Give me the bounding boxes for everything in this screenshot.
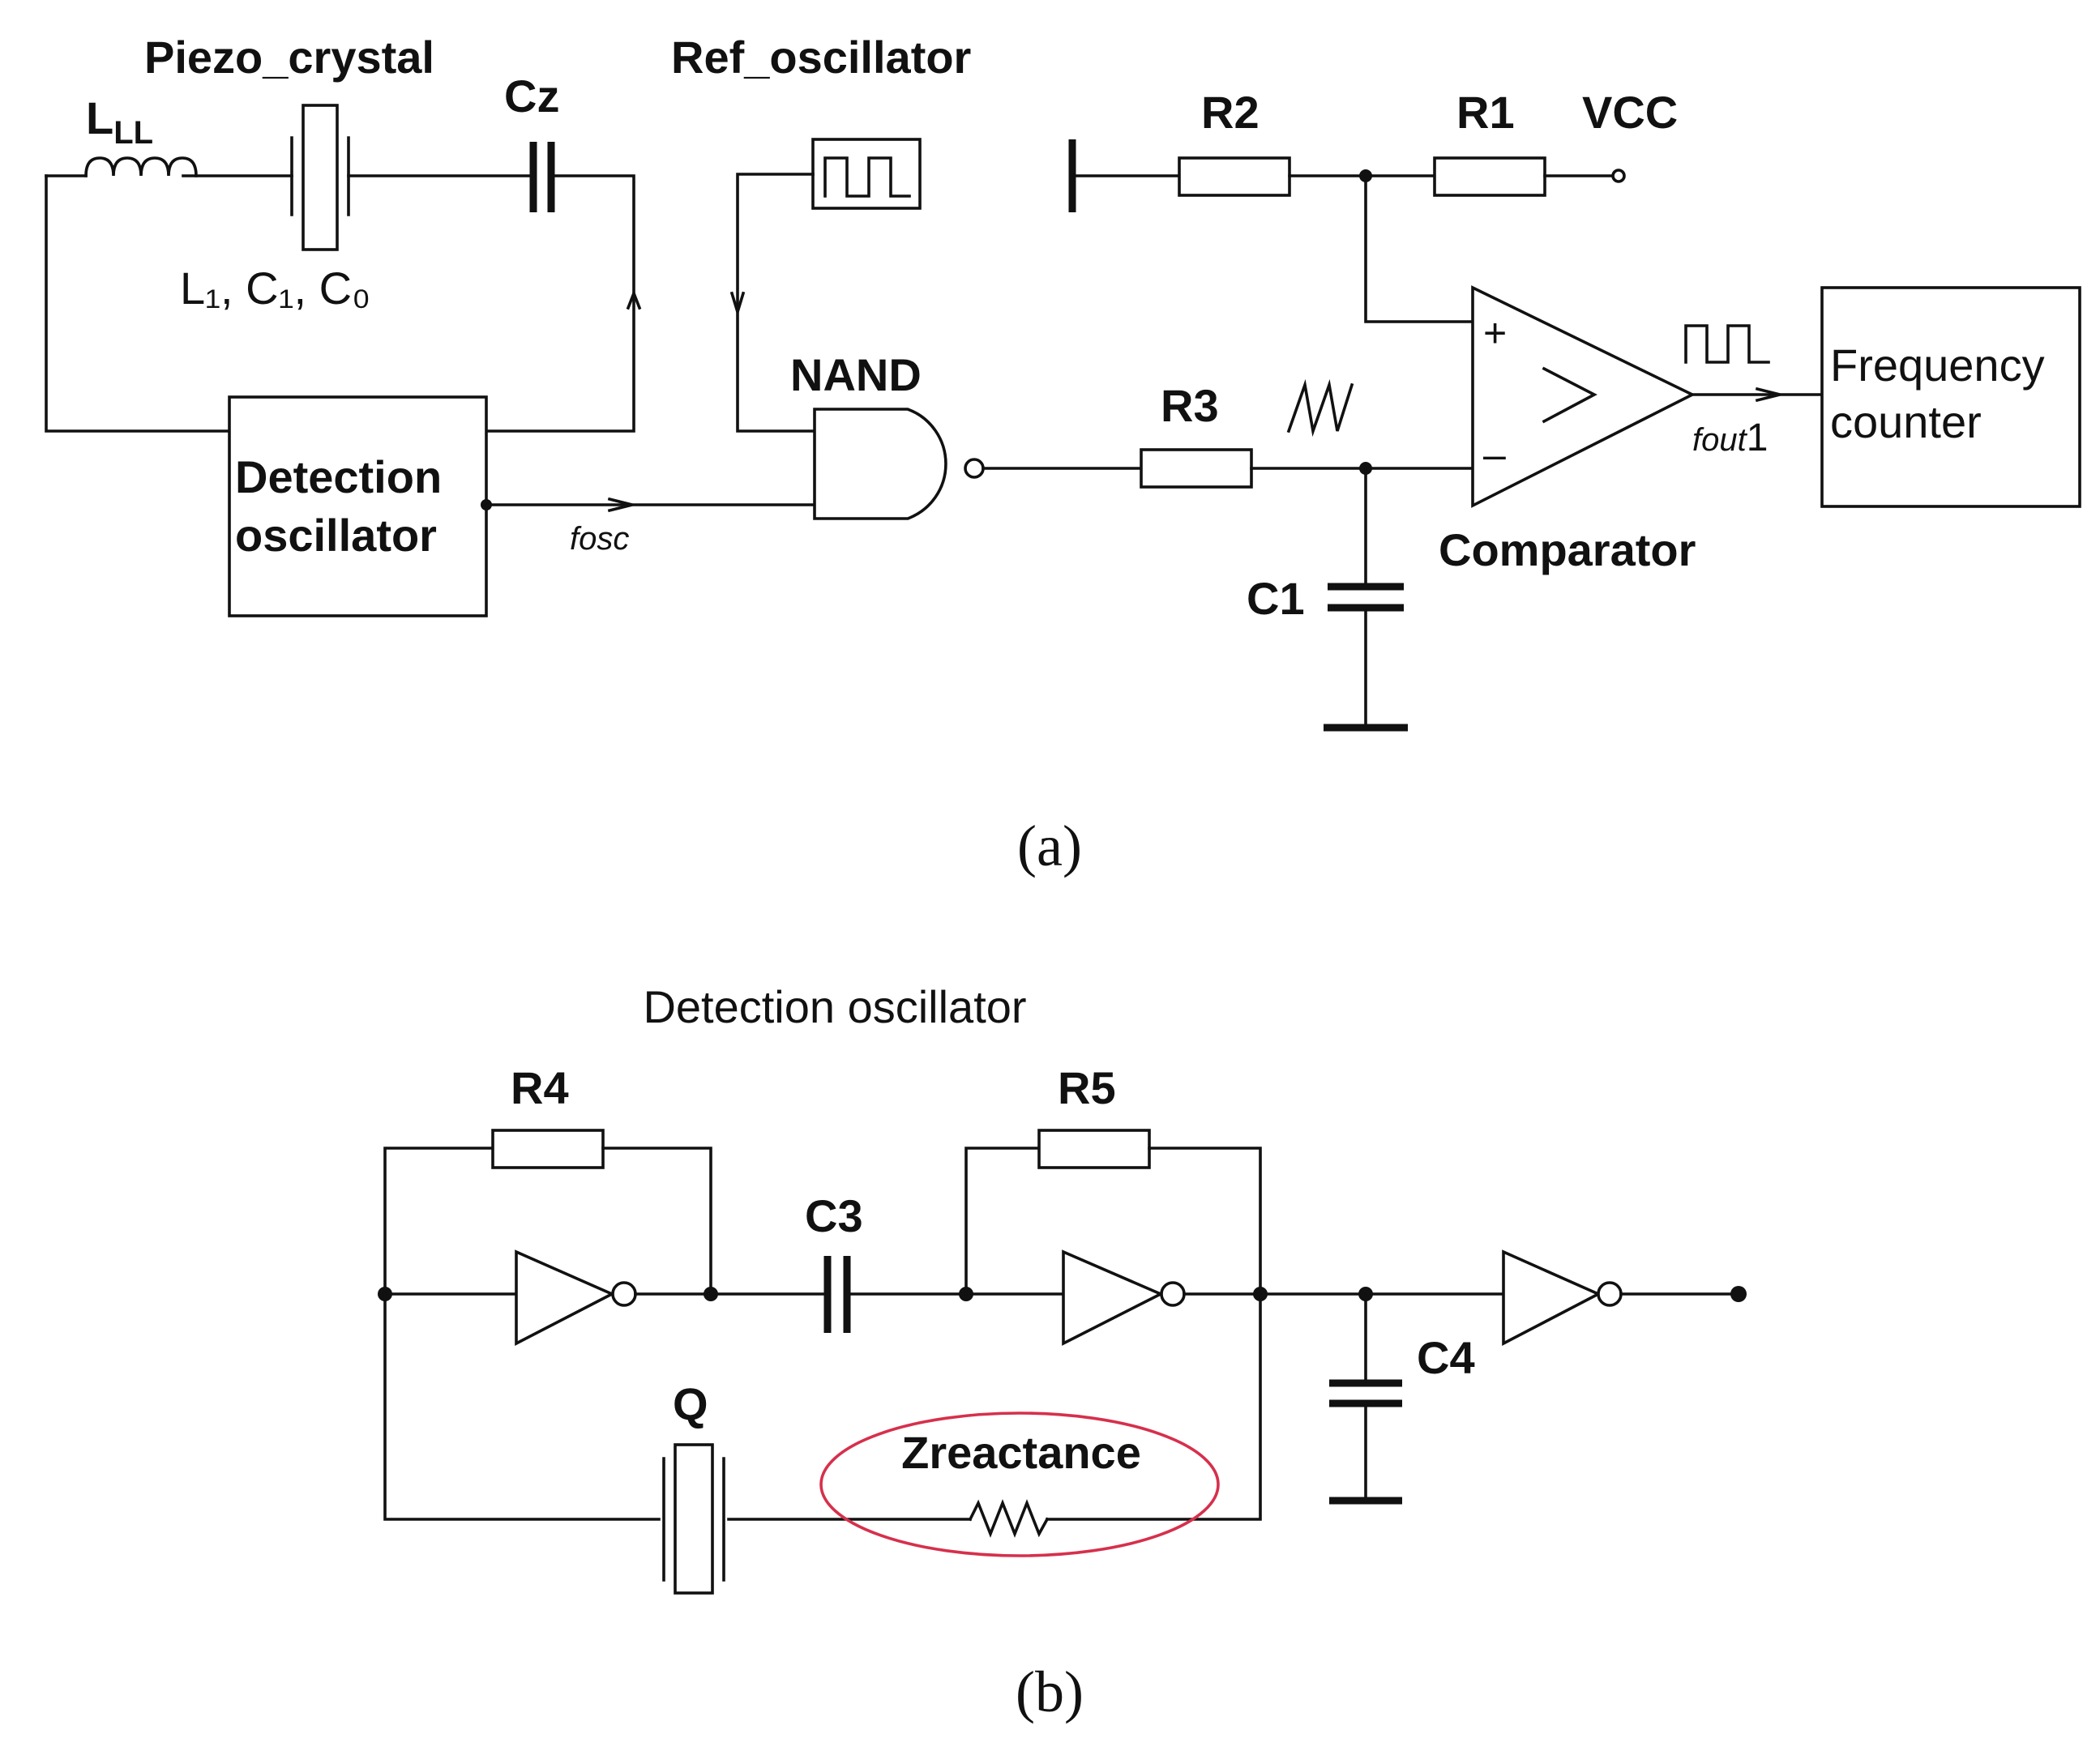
r1-resistor — [1433, 156, 1546, 197]
r5-resistor — [1037, 1129, 1151, 1169]
arrow-right-icon — [607, 497, 633, 513]
panel-a: Detection oscillator fosc Ref_oscillator… — [45, 32, 2081, 878]
inverter-1-symbol — [515, 1249, 637, 1346]
inverter-2-symbol — [1062, 1249, 1186, 1346]
freq-counter-label-2: counter — [1830, 396, 1982, 447]
c1-capacitor-symbol — [1328, 583, 1404, 612]
comparator-gt-icon — [1542, 366, 1597, 424]
crystal-params-label: L₁, C₁, C₀ — [180, 263, 370, 314]
arrow-down-icon — [729, 291, 746, 318]
zreactance-highlight — [819, 1411, 1220, 1557]
c4-capacitor-symbol — [1329, 1379, 1402, 1407]
inductor-label: LLL — [86, 92, 153, 151]
c3-capacitor-symbol — [823, 1256, 851, 1333]
piezo-crystal-label: Piezo_crystal — [144, 32, 434, 83]
wire-r5-left — [964, 1147, 1041, 1296]
inverter-3-symbol — [1502, 1249, 1623, 1346]
ref-oscillator-block — [811, 138, 922, 210]
caption-b: (b) — [1016, 1659, 1084, 1724]
plus-sign: + — [1483, 310, 1507, 356]
zreactance-resistor-symbol — [968, 1499, 1050, 1538]
c3-label: C3 — [805, 1190, 863, 1241]
fosc-label: fosc — [570, 521, 629, 557]
square-wave-icon — [823, 156, 911, 198]
caption-a: (a) — [1017, 814, 1082, 878]
frequency-counter-block — [1820, 286, 2081, 508]
r3-label: R3 — [1161, 380, 1219, 431]
c1-label: C1 — [1247, 573, 1305, 624]
wire-r5-right — [1148, 1147, 1262, 1296]
freq-counter-label-1: Frequency — [1830, 340, 2045, 391]
r2-label: R2 — [1201, 87, 1260, 138]
wire-left-loop — [45, 174, 231, 433]
r4-label: R4 — [511, 1062, 569, 1113]
r5-label: R5 — [1058, 1062, 1116, 1113]
vcc-label: VCC — [1582, 87, 1678, 138]
fout-label: fout1 — [1692, 416, 1768, 459]
detection-osc-label-1: Detection — [235, 451, 442, 502]
detection-osc-label-2: oscillator — [235, 510, 437, 561]
detection-oscillator-block — [228, 395, 488, 617]
r4-resistor — [491, 1129, 605, 1169]
ref-oscillator-label: Ref_oscillator — [671, 32, 971, 83]
wire-q-left — [383, 1292, 661, 1521]
minus-sign: – — [1483, 432, 1506, 477]
detection-oscillator-title: Detection oscillator — [643, 981, 1026, 1032]
wire-cz-return — [486, 174, 635, 433]
cz-capacitor-symbol — [529, 142, 555, 212]
r2-resistor — [1178, 156, 1291, 197]
inductor-symbol — [84, 156, 198, 177]
cz-label: Cz — [504, 70, 559, 122]
wire-r4-right — [601, 1147, 712, 1296]
q-crystal-symbol — [662, 1443, 725, 1595]
nand-gate-symbol — [813, 408, 985, 520]
comparator-label: Comparator — [1439, 524, 1696, 575]
r1-label: R1 — [1456, 87, 1515, 138]
wire-ref-to-nand — [736, 173, 816, 433]
sawtooth-wave-icon — [1286, 378, 1354, 438]
wire-r4-left — [383, 1147, 494, 1296]
q-label: Q — [673, 1378, 708, 1429]
wire-divider-plus — [1364, 174, 1474, 323]
arrow-right-icon — [1755, 387, 1781, 403]
vcc-terminal — [1611, 169, 1626, 183]
c4-label: C4 — [1417, 1332, 1475, 1383]
nand-label: NAND — [790, 349, 922, 400]
wire-z-return — [1046, 1292, 1262, 1521]
r3-resistor — [1140, 448, 1253, 489]
output-terminal — [1730, 1286, 1747, 1302]
arrow-up-icon — [626, 289, 642, 310]
piezo-crystal-symbol — [290, 104, 350, 251]
panel-b: Detection oscillator R4 C3 — [378, 981, 1747, 1724]
square-wave-icon — [1684, 324, 1770, 364]
zreactance-label: Zreactance — [901, 1427, 1141, 1478]
comparator-symbol — [1471, 285, 1696, 508]
